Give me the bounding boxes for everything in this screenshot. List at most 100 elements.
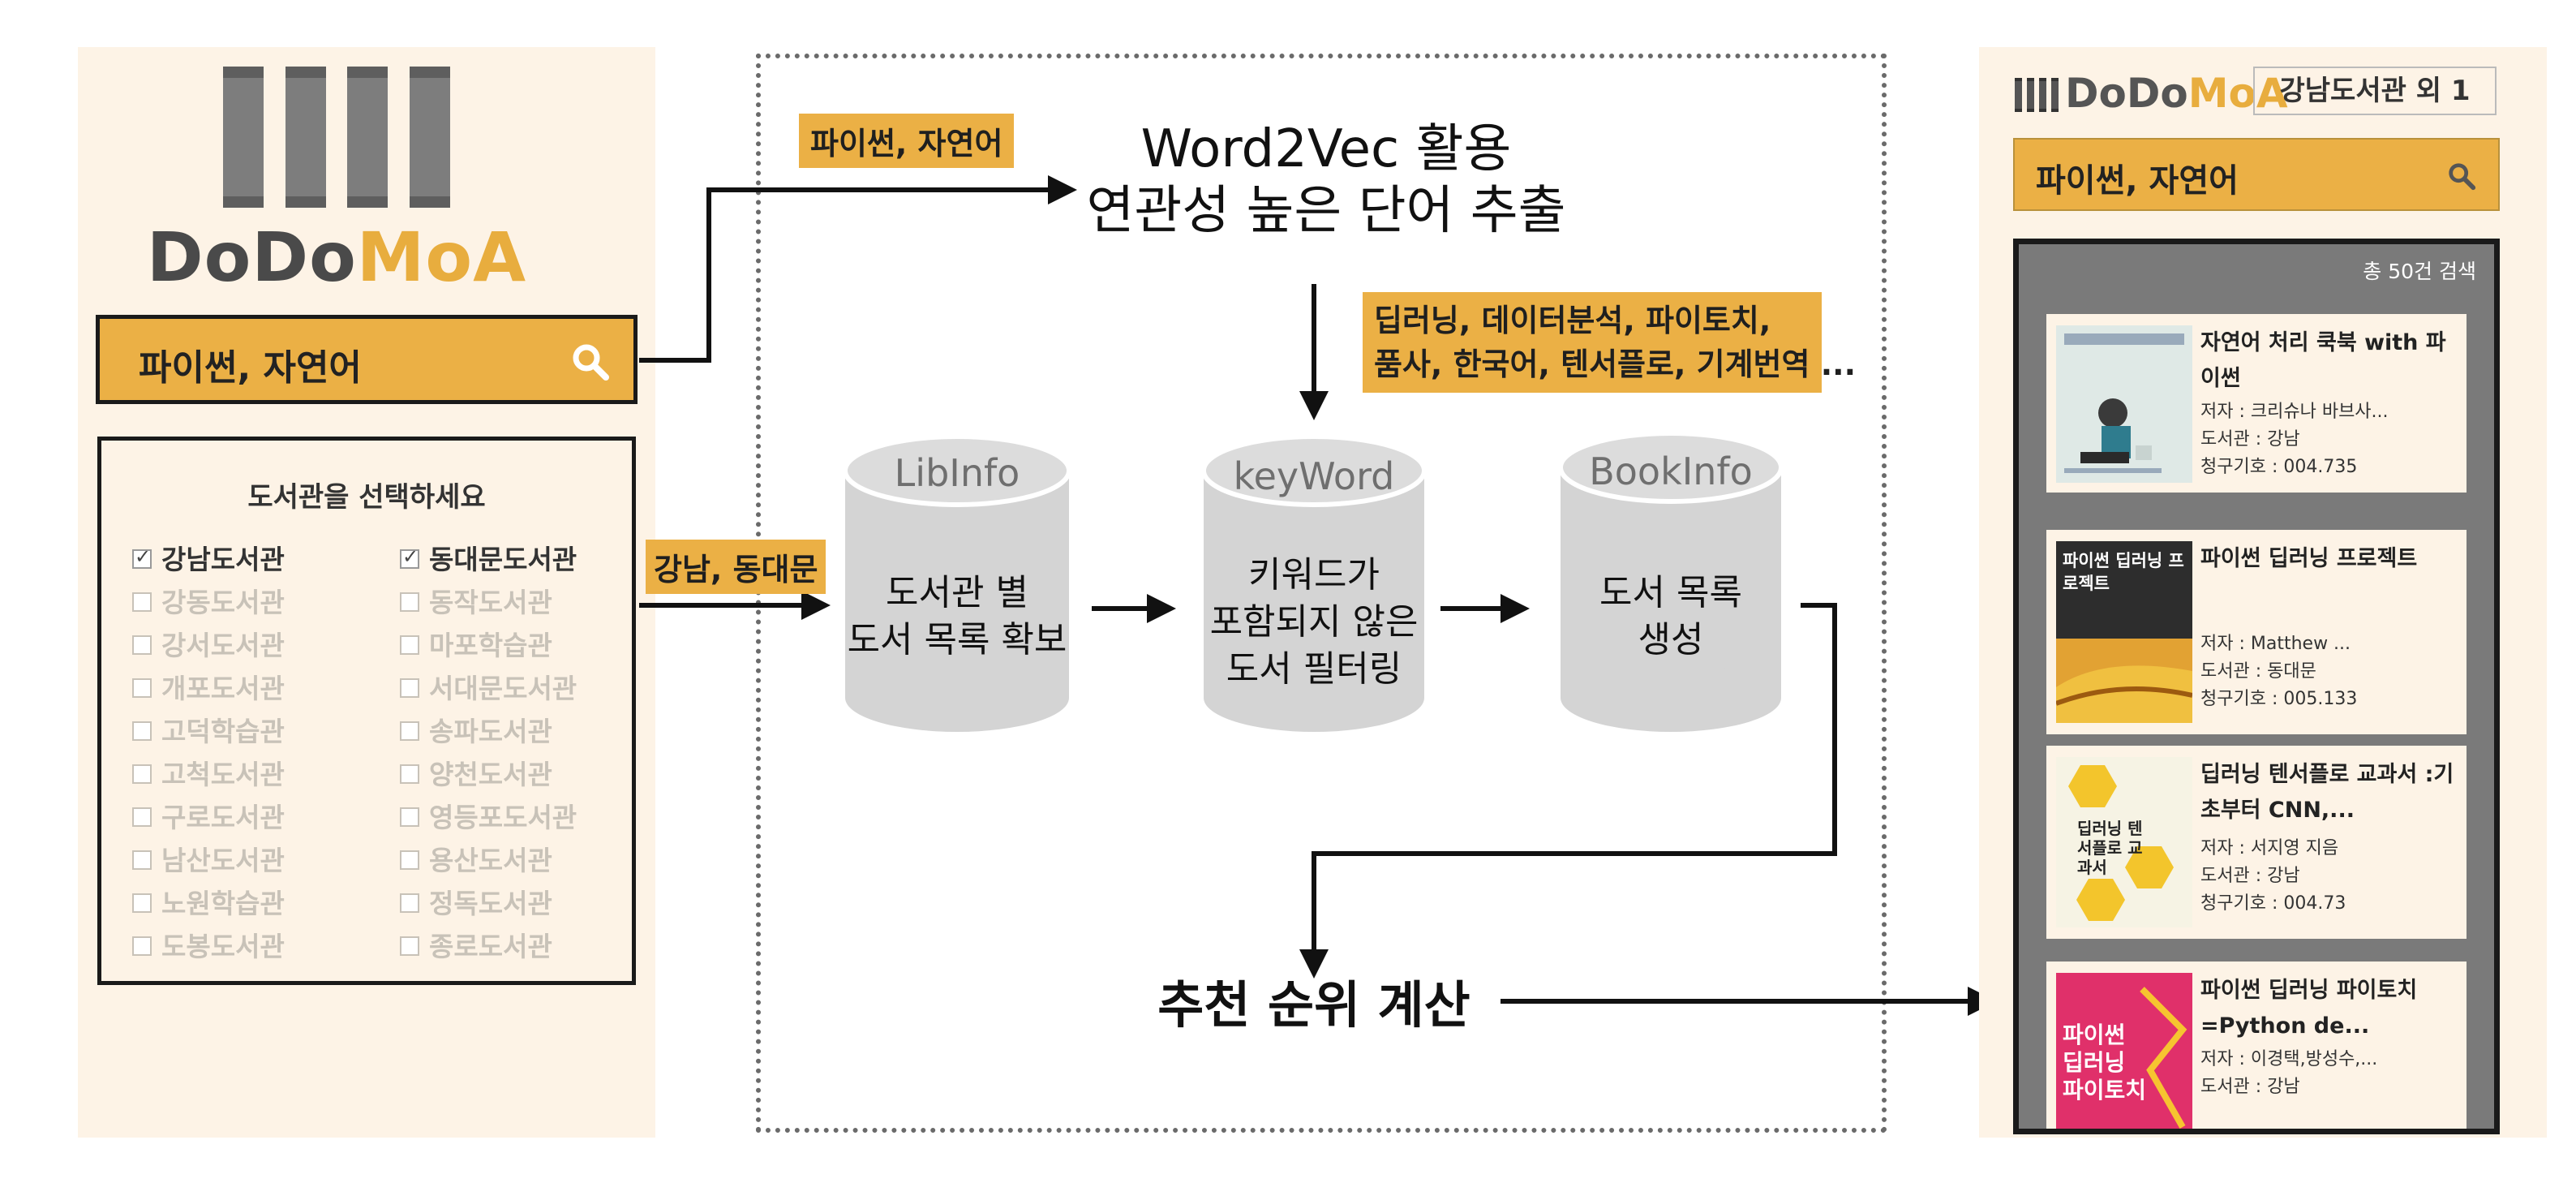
checkbox-icon[interactable] — [132, 678, 152, 698]
library-option-label: 노원학습관 — [161, 888, 285, 919]
library-option-label: 송파도서관 — [429, 716, 552, 747]
checkbox-icon[interactable] — [400, 936, 419, 956]
book-result-list[interactable]: 총 50건 검색 자연어 처리 쿡북 with 파이썬 저자 : 크리슈나 바브… — [2013, 239, 2500, 1134]
library-option-label: 개포도서관 — [161, 673, 285, 704]
library-option[interactable]: 강서도서관 — [132, 626, 285, 666]
library-option-label: 고척도서관 — [161, 759, 285, 790]
library-option[interactable]: 개포도서관 — [132, 669, 285, 709]
checkbox-checked-icon[interactable]: ✓ — [400, 545, 419, 569]
library-option-label: 남산도서관 — [161, 845, 285, 876]
query-tag: 파이썬, 자연어 — [799, 114, 1015, 168]
checkbox-icon[interactable] — [400, 721, 419, 741]
library-option[interactable]: 고척도서관 — [132, 755, 285, 795]
checkbox-icon[interactable] — [132, 635, 152, 655]
checkbox-icon[interactable] — [400, 764, 419, 784]
keyword-label: keyWord — [1233, 454, 1395, 498]
libinfo-label: LibInfo — [894, 451, 1020, 495]
related-keywords-tag: 딥러닝, 데이터분석, 파이토치, 품사, 한국어, 텐서플로, 기계번역 ..… — [1363, 292, 1856, 393]
book-title[interactable]: 자연어 처리 쿡북 with 파이썬 — [2200, 330, 2446, 391]
search-input[interactable]: 파이썬, 자연어 — [139, 347, 362, 389]
library-option-label: 마포학습관 — [429, 630, 552, 661]
library-option-label: 양천도서관 — [429, 759, 552, 790]
search-panel — [78, 47, 655, 1138]
library-option[interactable]: 동작도서관 — [400, 583, 552, 623]
book-card[interactable]: 파이썬 딥러닝 프로젝트 파이썬 딥러닝 프로젝트 저자 : Matthew .… — [2046, 530, 2467, 734]
library-option[interactable]: 구로도서관 — [132, 798, 285, 838]
book-title[interactable]: 파이썬 딥러닝 프로젝트 — [2200, 546, 2418, 571]
library-option[interactable]: 종로도서관 — [400, 927, 552, 967]
library-option[interactable]: 강동도서관 — [132, 583, 285, 623]
library-option[interactable]: 도봉도서관 — [132, 927, 285, 967]
book-cover-image: 파이썬 딥러닝 프로젝트 — [2056, 541, 2192, 723]
checkbox-checked-icon[interactable]: ✓ — [132, 545, 152, 569]
checkbox-icon[interactable] — [400, 893, 419, 913]
arrow-bookinfo-to-rank — [1299, 603, 1837, 979]
library-option[interactable]: 서대문도서관 — [400, 669, 577, 709]
app-logo-text: DoDoMoA — [2065, 70, 2288, 117]
library-option[interactable]: 고덕학습관 — [132, 712, 285, 752]
books-logo-icon — [2015, 78, 2059, 112]
library-option-label: 도봉도서관 — [161, 931, 285, 962]
library-option[interactable]: 노원학습관 — [132, 884, 285, 924]
library-option-label: 구로도서관 — [161, 802, 285, 833]
checkbox-icon[interactable] — [400, 850, 419, 870]
bookinfo-label: BookInfo — [1589, 450, 1753, 493]
search-icon[interactable] — [570, 342, 611, 382]
word2vec-step: Word2Vec 활용 연관성 높은 단어 추출 — [1086, 119, 1566, 241]
search-bar[interactable]: 파이썬, 자연어 — [96, 315, 638, 404]
library-option-label: 강서도서관 — [161, 630, 285, 661]
book-cover-image — [2056, 325, 2192, 483]
search-icon[interactable] — [2446, 161, 2477, 191]
arrow-search-to-word2vec — [639, 175, 1077, 363]
book-cover-image: 파이썬 딥러닝 파이토치 — [2056, 973, 2192, 1129]
book-title[interactable]: 파이썬 딥러닝 파이토치 =Python de... — [2200, 978, 2418, 1039]
result-count: 총 50건 검색 — [2363, 260, 2476, 283]
checkbox-icon[interactable] — [400, 807, 419, 827]
library-option[interactable]: 영등포도서관 — [400, 798, 577, 838]
book-card[interactable]: 딥러닝 텐서플로 교과서 딥러닝 텐서플로 교과서 :기초부터 CNN,... … — [2046, 746, 2467, 939]
checkbox-icon[interactable] — [132, 764, 152, 784]
library-option[interactable]: 용산도서관 — [400, 841, 552, 881]
library-option[interactable]: 정독도서관 — [400, 884, 552, 924]
rank-calculation-step: 추천 순위 계산 — [1157, 975, 1470, 1035]
book-title[interactable]: 딥러닝 텐서플로 교과서 :기초부터 CNN,... — [2200, 762, 2454, 823]
library-option-label: 정독도서관 — [429, 888, 552, 919]
checkbox-icon[interactable] — [132, 850, 152, 870]
library-option[interactable]: ✓강남도서관 — [132, 540, 285, 580]
search-input[interactable]: 파이썬, 자연어 — [2036, 162, 2239, 200]
checkbox-icon[interactable] — [132, 592, 152, 612]
library-option-label: 용산도서관 — [429, 845, 552, 876]
book-meta: 저자 : 서지영 지음 도서관 : 강남 청구기호 : 004.73 — [2200, 838, 2346, 914]
checkbox-icon[interactable] — [132, 721, 152, 741]
book-card[interactable]: 자연어 처리 쿡북 with 파이썬 저자 : 크리슈나 바브사... 도서관 … — [2046, 314, 2467, 493]
app-logo-text: DoDoMoA — [146, 217, 527, 297]
books-logo-icon — [223, 67, 450, 208]
library-option-label: 영등포도서관 — [429, 802, 577, 833]
selected-library-badge[interactable]: 강남도서관 외 1 — [2253, 67, 2497, 115]
library-option-label: 고덕학습관 — [161, 716, 285, 747]
library-option[interactable]: ✓동대문도서관 — [400, 540, 577, 580]
libinfo-database-icon — [843, 434, 1071, 732]
library-option[interactable]: 송파도서관 — [400, 712, 552, 752]
library-option-label: 강동도서관 — [161, 587, 285, 618]
checkbox-icon[interactable] — [132, 893, 152, 913]
checkbox-icon[interactable] — [400, 635, 419, 655]
book-meta: 저자 : 크리슈나 바브사... 도서관 : 강남 청구기호 : 004.735 — [2200, 402, 2389, 477]
library-option[interactable]: 양천도서관 — [400, 755, 552, 795]
search-bar[interactable]: 파이썬, 자연어 — [2013, 138, 2500, 211]
checkbox-icon[interactable] — [400, 678, 419, 698]
checkbox-icon[interactable] — [400, 592, 419, 612]
book-card[interactable]: 파이썬 딥러닝 파이토치 파이썬 딥러닝 파이토치 =Python de... … — [2046, 962, 2467, 1129]
library-option-label: 종로도서관 — [429, 931, 552, 962]
checkbox-icon[interactable] — [132, 936, 152, 956]
checkbox-icon[interactable] — [132, 807, 152, 827]
library-option[interactable]: 남산도서관 — [132, 841, 285, 881]
library-option-label: 서대문도서관 — [429, 673, 577, 704]
library-option[interactable]: 마포학습관 — [400, 626, 552, 666]
book-cover-image: 딥러닝 텐서플로 교과서 — [2056, 757, 2192, 927]
